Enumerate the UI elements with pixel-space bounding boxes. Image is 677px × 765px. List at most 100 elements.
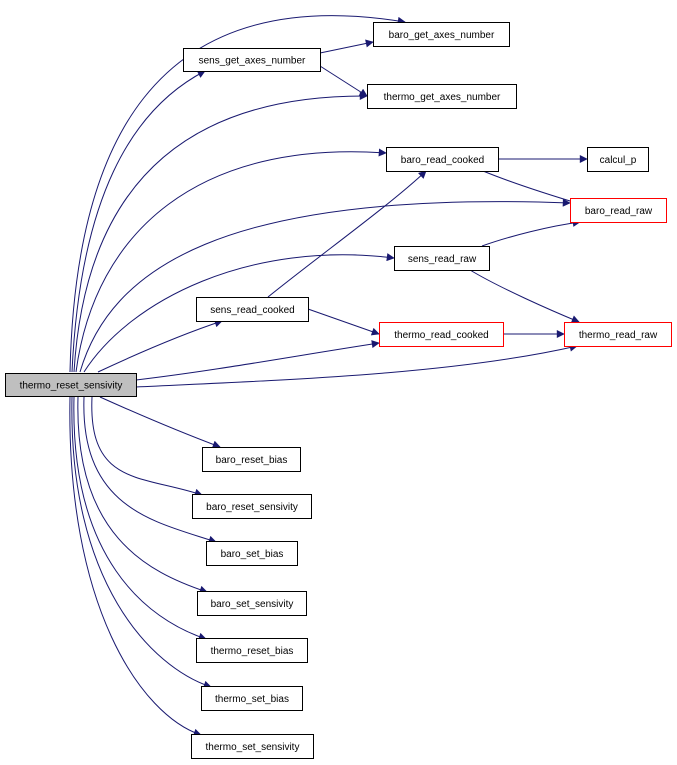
call-edge [97, 319, 223, 373]
call-edge [73, 396, 207, 641]
edge-thermo_reset_sensivity-to-sens_read_cooked [97, 319, 223, 373]
call-edge [91, 396, 203, 497]
call-edge [481, 218, 581, 247]
edge-sens_get_axes_number-to-thermo_get_axes_number [319, 65, 368, 97]
node-label: baro_reset_sensivity [206, 502, 298, 513]
edge-sens_read_cooked-to-baro_read_cooked [267, 170, 427, 298]
node-box [5, 373, 137, 397]
node-box [386, 147, 499, 172]
node-box [394, 246, 490, 271]
node-thermo-read-raw[interactable]: thermo_read_raw [564, 322, 672, 347]
node-baro-get-axes-number[interactable]: baro_get_axes_number [373, 22, 510, 47]
node-label: sens_read_raw [408, 254, 477, 265]
edge-thermo_reset_sensivity-to-sens_read_raw [83, 253, 395, 373]
node-box [192, 494, 312, 519]
node-thermo-set-bias[interactable]: thermo_set_bias [201, 686, 303, 711]
call-edge [99, 396, 221, 449]
call-edge [482, 170, 581, 206]
call-edge [135, 343, 578, 388]
node-box [202, 447, 301, 472]
call-edge [319, 39, 374, 54]
node-label: thermo_get_axes_number [384, 92, 501, 103]
call-edge [71, 70, 206, 373]
call-edge [79, 198, 571, 373]
edge-baro_read_cooked-to-baro_read_raw [482, 170, 581, 206]
edge-thermo_reset_sensivity-to-baro_reset_bias [99, 396, 221, 449]
node-calcul-p[interactable]: calcul_p [587, 147, 649, 172]
edge-thermo_reset_sensivity-to-thermo_get_axes_number [73, 91, 368, 373]
node-sens-read-raw[interactable]: sens_read_raw [394, 246, 490, 271]
node-label: thermo_reset_bias [211, 646, 294, 657]
node-label: thermo_set_sensivity [206, 742, 300, 753]
node-box [564, 322, 672, 347]
node-thermo-read-cooked[interactable]: thermo_read_cooked [379, 322, 504, 347]
edge-thermo_reset_sensivity-to-baro_reset_sensivity [91, 396, 203, 497]
edge-sens_get_axes_number-to-baro_get_axes_number [319, 39, 374, 54]
call-edge [319, 65, 368, 97]
node-baro-read-cooked[interactable]: baro_read_cooked [386, 147, 499, 172]
edge-sens_read_raw-to-thermo_read_raw [469, 269, 580, 323]
edge-thermo_reset_sensivity-to-thermo_set_bias [71, 396, 212, 689]
call-edge [135, 340, 380, 381]
node-label: baro_reset_bias [216, 455, 288, 466]
node-label: baro_read_cooked [401, 155, 484, 166]
node-label: baro_get_axes_number [389, 30, 495, 41]
call-edge [83, 396, 217, 544]
node-box [201, 686, 303, 711]
edge-thermo_reset_sensivity-to-baro_read_raw [79, 198, 571, 373]
node-sens-get-axes-number[interactable]: sens_get_axes_number [183, 48, 321, 72]
edge-thermo_reset_sensivity-to-thermo_set_sensivity [69, 396, 202, 737]
node-box [196, 638, 308, 663]
node-baro-reset-sensivity[interactable]: baro_reset_sensivity [192, 494, 312, 519]
call-edge [69, 15, 406, 373]
edge-thermo_reset_sensivity-to-thermo_read_raw [135, 343, 578, 388]
edge-thermo_reset_sensivity-to-thermo_read_cooked [135, 340, 380, 381]
node-baro-set-bias[interactable]: baro_set_bias [206, 541, 298, 566]
node-label: sens_get_axes_number [199, 56, 306, 67]
node-box [197, 591, 307, 616]
node-label: baro_set_bias [221, 549, 284, 560]
node-baro-reset-bias[interactable]: baro_reset_bias [202, 447, 301, 472]
node-thermo-reset-sensivity[interactable]: thermo_reset_sensivity [5, 373, 137, 397]
edge-thermo_reset_sensivity-to-baro_set_bias [83, 396, 217, 544]
node-box [570, 198, 667, 223]
call-edge [267, 170, 427, 298]
node-baro-read-raw[interactable]: baro_read_raw [570, 198, 667, 223]
node-sens-read-cooked[interactable]: sens_read_cooked [196, 297, 309, 322]
node-box [373, 22, 510, 47]
edge-thermo_reset_sensivity-to-thermo_reset_bias [73, 396, 207, 641]
call-edge [469, 269, 580, 323]
node-box [206, 541, 298, 566]
node-label: calcul_p [600, 155, 637, 166]
edge-thermo_reset_sensivity-to-baro_set_sensivity [77, 396, 208, 594]
edge-thermo_reset_sensivity-to-baro_read_cooked [75, 148, 387, 373]
node-label: thermo_read_cooked [394, 330, 489, 341]
edge-sens_read_raw-to-baro_read_raw [481, 218, 581, 247]
call-edge [83, 253, 395, 373]
call-edge [73, 91, 368, 373]
edge-sens_read_cooked-to-thermo_read_cooked [307, 308, 380, 336]
call-edge [75, 148, 387, 373]
node-label: thermo_reset_sensivity [20, 381, 123, 392]
node-thermo-get-axes-number[interactable]: thermo_get_axes_number [367, 84, 517, 109]
node-label: sens_read_cooked [210, 305, 295, 316]
node-box [183, 48, 321, 72]
node-label: thermo_set_bias [215, 694, 289, 705]
edge-thermo_reset_sensivity-to-baro_get_axes_number [69, 15, 406, 373]
node-box [367, 84, 517, 109]
node-thermo-reset-bias[interactable]: thermo_reset_bias [196, 638, 308, 663]
call-edge [307, 308, 380, 336]
node-label: baro_set_sensivity [211, 599, 294, 610]
node-baro-set-sensivity[interactable]: baro_set_sensivity [197, 591, 307, 616]
node-box [196, 297, 309, 322]
call-edge [71, 396, 212, 689]
node-box [587, 147, 649, 172]
node-thermo-set-sensivity[interactable]: thermo_set_sensivity [191, 734, 314, 759]
node-label: thermo_read_raw [579, 330, 658, 341]
node-label: baro_read_raw [585, 206, 653, 217]
node-box [379, 322, 504, 347]
call-edge [69, 396, 202, 737]
node-box [191, 734, 314, 759]
call-edge [77, 396, 208, 594]
